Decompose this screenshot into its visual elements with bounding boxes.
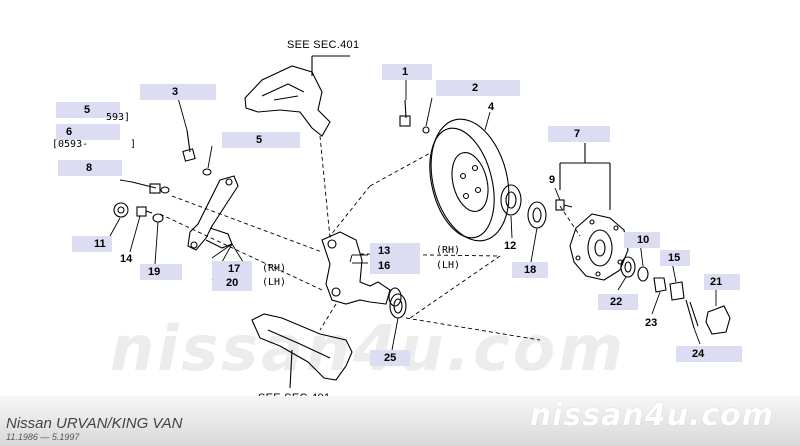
note-rh-13: (RH) [436,245,461,256]
callout-number-6: 6 [66,126,73,138]
production-dates: 11.1986 — 5.1997 [6,432,80,442]
steering-knuckle [321,231,402,307]
bolt-3 [182,129,196,162]
callout-label-19[interactable] [140,264,182,280]
footer-bar [0,396,800,446]
watermark-large: nissan4u.com [110,312,626,385]
group-bracket-7 [559,143,611,210]
bearing-18 [527,201,547,229]
callout-label-18[interactable] [512,262,548,278]
callout-number-13: 13 [378,245,391,257]
callout-number-22: 22 [610,296,623,308]
cotter-pin-24 [685,299,695,329]
upper-link-bracket [244,55,350,137]
callout-number-15: 15 [668,252,681,264]
grease-cap-21 [705,305,731,335]
bearing-12 [500,184,522,216]
wheel-hub [569,213,629,281]
callout-number-10: 10 [637,234,650,246]
note-lh-16: (LH) [436,260,461,271]
callout-label-6[interactable] [56,124,120,140]
note-lh-20: (LH) [262,277,287,288]
callout-number-11: 11 [94,238,106,250]
washer-10 [637,266,649,282]
reference-text-top: SEE SEC.401 [287,39,360,51]
nut-11 [113,202,129,218]
callout-number-21: 21 [710,276,723,288]
callout-label-7[interactable] [548,126,610,142]
callout-label-22[interactable] [598,294,638,310]
callout-label-5a[interactable] [56,102,120,118]
washer-2 [422,126,430,134]
callout-number-16: 16 [378,260,391,272]
note-0593-end: ] [130,139,137,150]
disc-rotor [429,118,510,242]
callout-number-20: 20 [226,277,239,289]
bolt-14 [136,206,153,217]
callout-label-25[interactable] [370,350,410,366]
callout-number-9: 9 [549,174,556,186]
callout-label-1[interactable] [382,64,432,80]
washer-5 [202,168,212,176]
callout-number-19: 19 [148,266,161,278]
callout-number-25: 25 [384,352,397,364]
lower-arm [251,313,353,389]
callout-number-18: 18 [524,264,537,276]
callout-number-5a: 5 [84,104,91,116]
callout-label-16[interactable] [370,258,420,274]
callout-number-8: 8 [86,162,93,174]
callout-number-17: 17 [228,263,241,275]
seal-25 [389,293,407,319]
callout-label-24[interactable] [676,346,742,362]
callout-label-11[interactable] [72,236,112,252]
model-name: Nissan URVAN/KING VAN [6,415,183,432]
callout-label-8[interactable] [58,160,122,176]
callout-label-5b[interactable] [222,132,300,148]
note-0593-start: [0593- [52,139,89,150]
bearing-22 [620,256,636,278]
callout-label-2[interactable] [436,80,520,96]
callout-label-17[interactable] [212,261,252,277]
bolt-8 [131,181,161,194]
callout-number-24: 24 [692,348,705,360]
callout-label-20[interactable] [212,275,252,291]
callout-label-10[interactable] [624,232,660,248]
callout-number-1: 1 [402,66,409,78]
note-593: 593] [106,112,131,123]
callout-number-2: 2 [472,82,479,94]
callout-label-15[interactable] [660,250,690,266]
callout-number-23: 23 [645,317,658,329]
callout-number-4: 4 [488,101,495,113]
callout-number-7: 7 [574,128,581,140]
bolt-1 [399,99,411,127]
callout-number-14: 14 [120,253,133,265]
callout-label-13[interactable] [370,243,420,259]
nut-23 [653,277,667,293]
hub-bolt-9 [555,199,573,211]
callout-label-3[interactable] [140,84,216,100]
watermark-small: nissan4u.com [529,398,774,433]
callout-number-5b: 5 [256,134,263,146]
callout-label-21[interactable] [704,274,740,290]
callout-number-12: 12 [504,240,517,252]
note-rh-17: (RH) [262,263,287,274]
callout-number-3: 3 [172,86,179,98]
cap-15 [669,281,685,301]
